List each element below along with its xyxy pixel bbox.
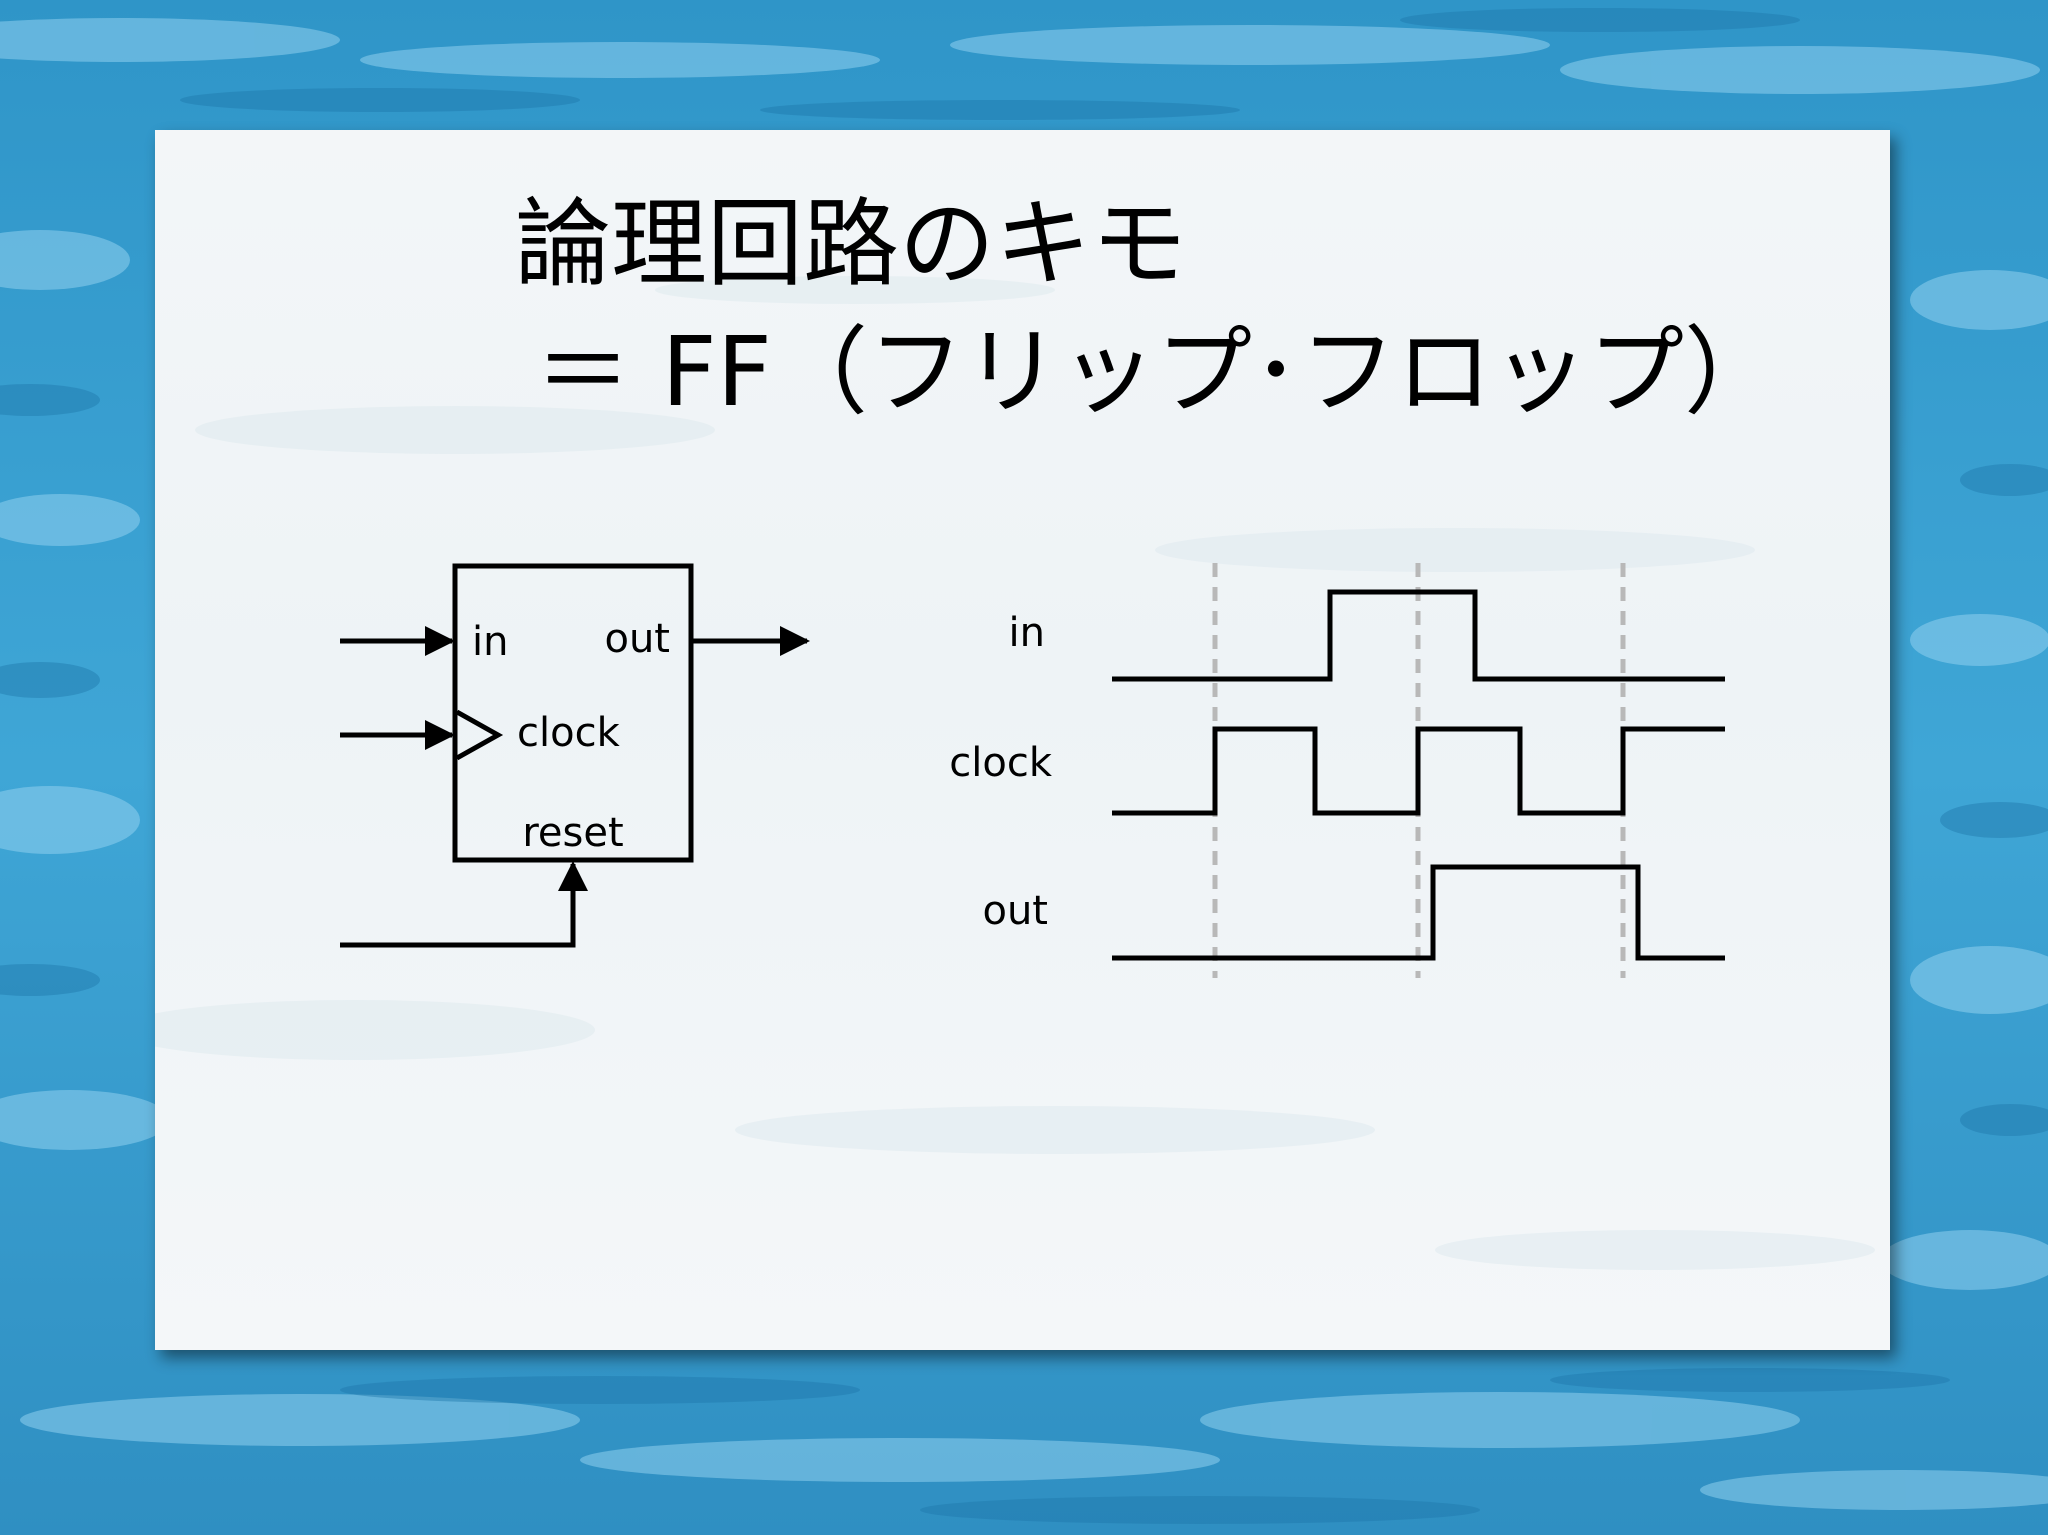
ff-out-label: out — [604, 616, 670, 662]
out-waveform — [1112, 864, 1725, 961]
ff-in-label: in — [472, 619, 508, 665]
title-line-2: ＝ FF（フリップ･フロップ） — [535, 316, 1780, 428]
reset-arrow — [340, 861, 588, 948]
flipflop-box — [452, 563, 694, 863]
clock-waveform — [1112, 726, 1725, 816]
title-line-1: 論理回路のキモ — [515, 188, 1187, 300]
flipflop-diagram: in out clock reset in clock out — [340, 563, 1725, 978]
timing-out-label: out — [982, 888, 1048, 934]
ff-reset-label: reset — [522, 810, 623, 856]
slide-panel: 論理回路のキモ ＝ FF（フリップ･フロップ） in out clock res… — [155, 130, 1890, 1350]
ff-clock-label: clock — [517, 710, 621, 756]
slide-title: 論理回路のキモ ＝ FF（フリップ･フロップ） — [515, 180, 1780, 436]
timing-clock-label: clock — [949, 740, 1053, 786]
clock-triangle — [455, 709, 504, 761]
timing-in-label: in — [1009, 610, 1045, 656]
in-waveform — [1112, 589, 1725, 682]
